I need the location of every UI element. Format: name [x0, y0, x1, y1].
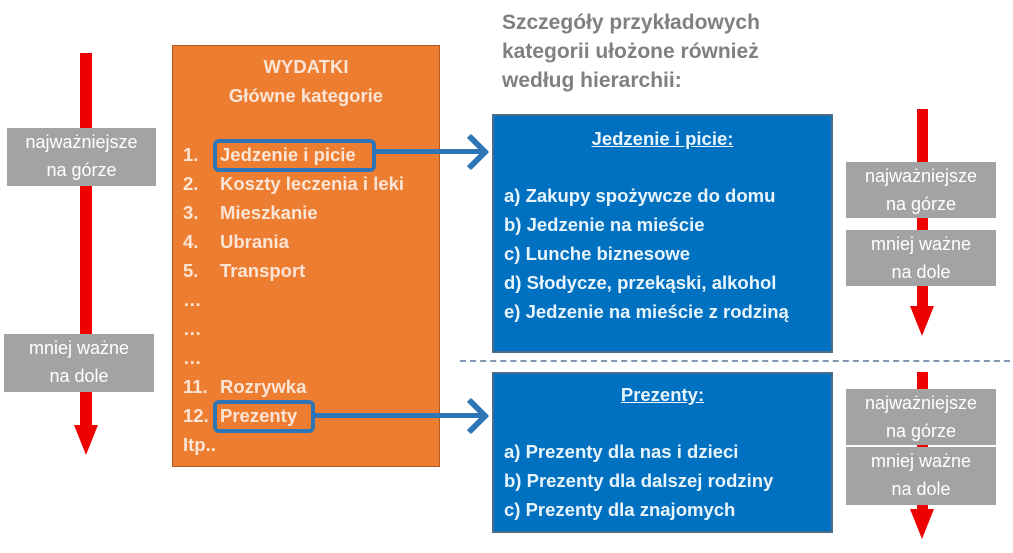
main-categories-box: WYDATKI Główne kategorie 1.Jedzenie i pi…	[172, 45, 440, 467]
category-item: 1.Jedzenie i picie	[183, 144, 356, 165]
detail-item: a) Prezenty dla nas i dzieci	[504, 441, 739, 462]
category-item: 2.Koszty leczenia i leki	[183, 173, 405, 194]
ellipsis-item: …	[183, 289, 202, 310]
highlight-jedzenie	[213, 139, 376, 172]
detail-item: c) Lunche biznesowe	[504, 243, 691, 264]
label-most-important: najważniejsze na górze	[7, 128, 156, 186]
arrow-down-icon	[910, 306, 934, 336]
detail-item: c) Prezenty dla znajomych	[504, 499, 736, 520]
arrow-right-icon	[452, 397, 490, 435]
box-subtitle: Główne kategorie	[228, 85, 384, 106]
detail-box-jedzenie: Jedzenie i picie: a) Zakupy spożywcze do…	[492, 114, 833, 353]
arrow-right-icon	[452, 133, 490, 171]
category-item: 5.Transport	[183, 260, 306, 281]
arrow-down-icon	[910, 509, 934, 539]
detail-box-title: Jedzenie i picie:	[591, 128, 734, 149]
category-item: 11.Rozrywka	[183, 376, 307, 397]
ellipsis-item: …	[183, 318, 202, 339]
detail-box-title: Prezenty:	[620, 384, 705, 405]
detail-item: e) Jedzenie na mieście z rodziną	[504, 301, 789, 322]
label-most-important: najważniejsze na górze	[846, 162, 996, 218]
detail-box-prezenty: Prezenty: a) Prezenty dla nas i dzieci b…	[492, 372, 833, 533]
label-less-important: mniej ważne na dole	[846, 447, 996, 505]
label-less-important: mniej ważne na dole	[846, 230, 996, 286]
label-less-important: mniej ważne na dole	[4, 334, 154, 392]
label-most-important: najważniejsze na górze	[846, 389, 996, 445]
highlight-prezenty	[213, 400, 315, 433]
box-title: WYDATKI	[263, 56, 349, 77]
category-item: 4.Ubrania	[183, 231, 289, 252]
detail-item: a) Zakupy spożywcze do domu	[504, 185, 776, 206]
category-item: 12.Prezenty	[183, 405, 298, 426]
category-item: 3.Mieszkanie	[183, 202, 318, 223]
dashed-divider	[460, 360, 1010, 362]
detail-item: d) Słodycze, przekąski, alkohol	[504, 272, 777, 293]
details-heading: Szczegóły przykładowych kategorii ułożon…	[502, 11, 760, 92]
arrow-down-icon	[74, 425, 98, 455]
ellipsis-item: …	[183, 347, 202, 368]
etc-item: Itp..	[183, 434, 216, 455]
detail-item: b) Prezenty dla dalszej rodziny	[504, 470, 774, 491]
detail-item: b) Jedzenie na mieście	[504, 214, 705, 235]
